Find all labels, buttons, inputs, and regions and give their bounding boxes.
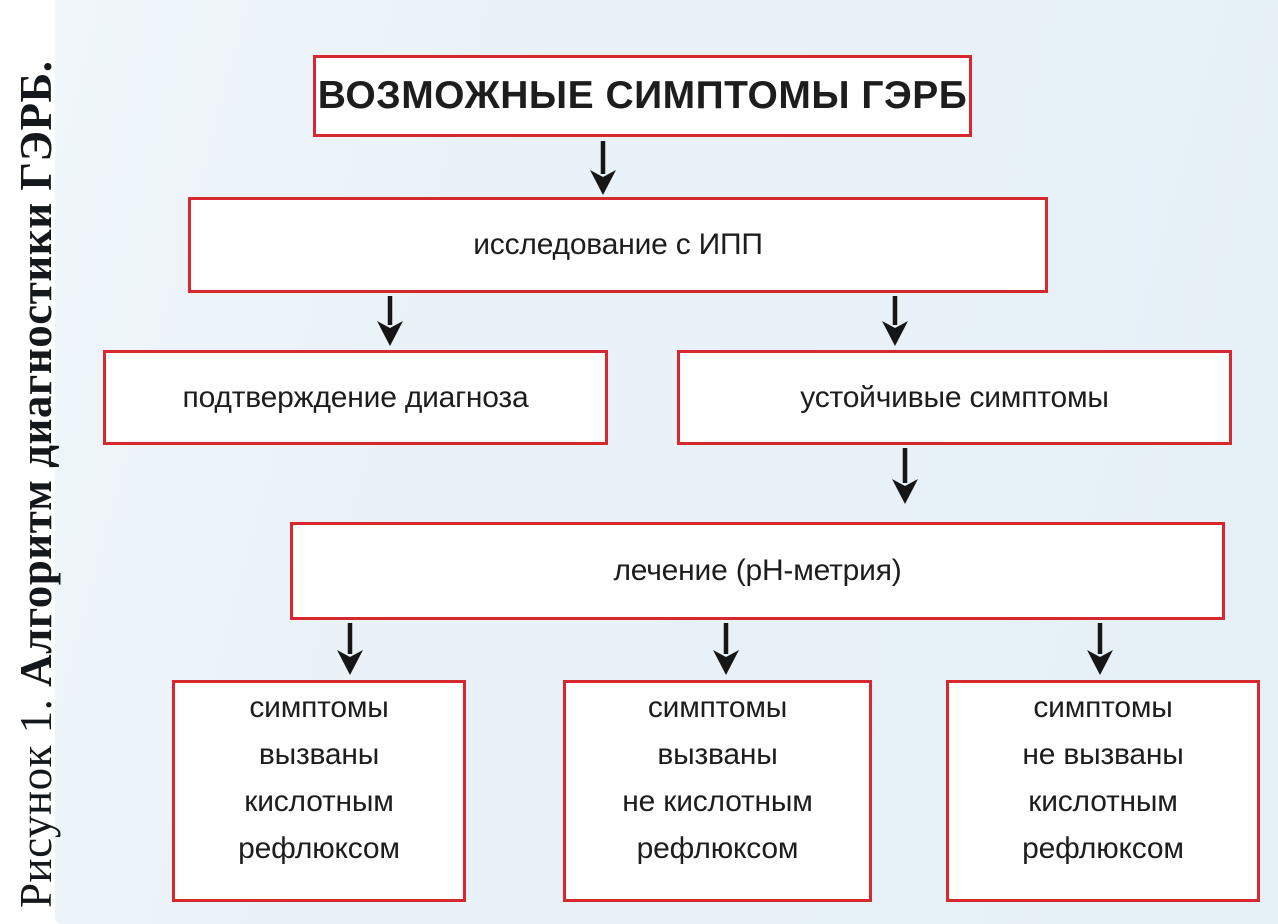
arrow-down-icon bbox=[892, 448, 918, 504]
node-persistent-symptoms-label: устойчивые симптомы bbox=[800, 380, 1109, 414]
node-outcome-not-caused-by-reflux: симптомы не вызваны кислотным рефлюксом bbox=[946, 680, 1260, 902]
node-possible-symptoms-label: ВОЗМОЖНЫЕ СИМПТОМЫ ГЭРБ bbox=[317, 74, 968, 117]
figure-caption-prefix: Рисунок 1. bbox=[11, 686, 61, 908]
node-outcome-non-acid-reflux-label: симптомы вызваны не кислотным рефлюксом bbox=[622, 691, 813, 865]
node-possible-symptoms: ВОЗМОЖНЫЕ СИМПТОМЫ ГЭРБ bbox=[313, 55, 972, 137]
arrow-down-icon bbox=[1087, 623, 1113, 675]
arrow-down-icon bbox=[590, 141, 616, 195]
figure-caption: Рисунок 1. Алгоритм диагностики ГЭРБ. bbox=[10, 60, 62, 908]
arrow-down-icon bbox=[882, 296, 908, 346]
arrow-down-icon bbox=[713, 623, 739, 675]
node-diagnosis-confirmed: подтверждение диагноза bbox=[103, 350, 608, 445]
node-outcome-not-caused-by-reflux-label: симптомы не вызваны кислотным рефлюксом bbox=[1022, 691, 1184, 865]
arrow-down-icon bbox=[377, 296, 403, 346]
node-outcome-non-acid-reflux: симптомы вызваны не кислотным рефлюксом bbox=[563, 680, 872, 902]
arrow-down-icon bbox=[337, 623, 363, 675]
node-outcome-acid-reflux: симптомы вызваны кислотным рефлюксом bbox=[172, 680, 466, 902]
node-diagnosis-confirmed-label: подтверждение диагноза bbox=[182, 380, 529, 414]
node-ppi-study: исследование с ИПП bbox=[188, 197, 1048, 293]
node-ppi-study-label: исследование с ИПП bbox=[473, 228, 763, 261]
node-treatment-ph-metry-label: лечение (pH-метрия) bbox=[613, 554, 902, 587]
node-outcome-acid-reflux-label: симптомы вызваны кислотным рефлюксом bbox=[238, 691, 400, 865]
figure-caption-title: Алгоритм диагностики ГЭРБ. bbox=[11, 60, 61, 687]
node-persistent-symptoms: устойчивые симптомы bbox=[677, 350, 1232, 445]
node-treatment-ph-metry: лечение (pH-метрия) bbox=[290, 522, 1225, 620]
